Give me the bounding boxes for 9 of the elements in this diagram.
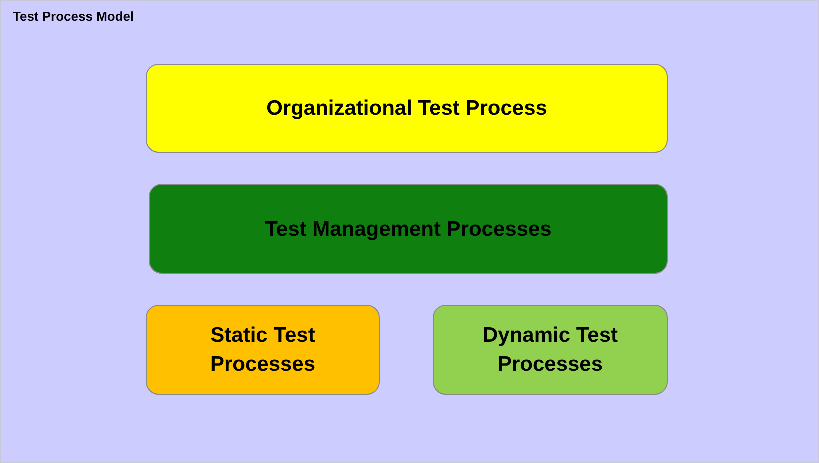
process-box xyxy=(433,305,668,395)
box-label: Organizational Test Process xyxy=(266,96,548,122)
box-label: Dynamic Test Processes xyxy=(482,323,619,378)
process-box xyxy=(146,305,380,395)
process-box xyxy=(146,64,668,153)
box-label: Test Management Processes xyxy=(265,216,552,242)
box-label: Static Test Processes xyxy=(209,323,317,378)
diagram-title: Test Process Model xyxy=(13,9,134,24)
process-box xyxy=(149,184,668,274)
